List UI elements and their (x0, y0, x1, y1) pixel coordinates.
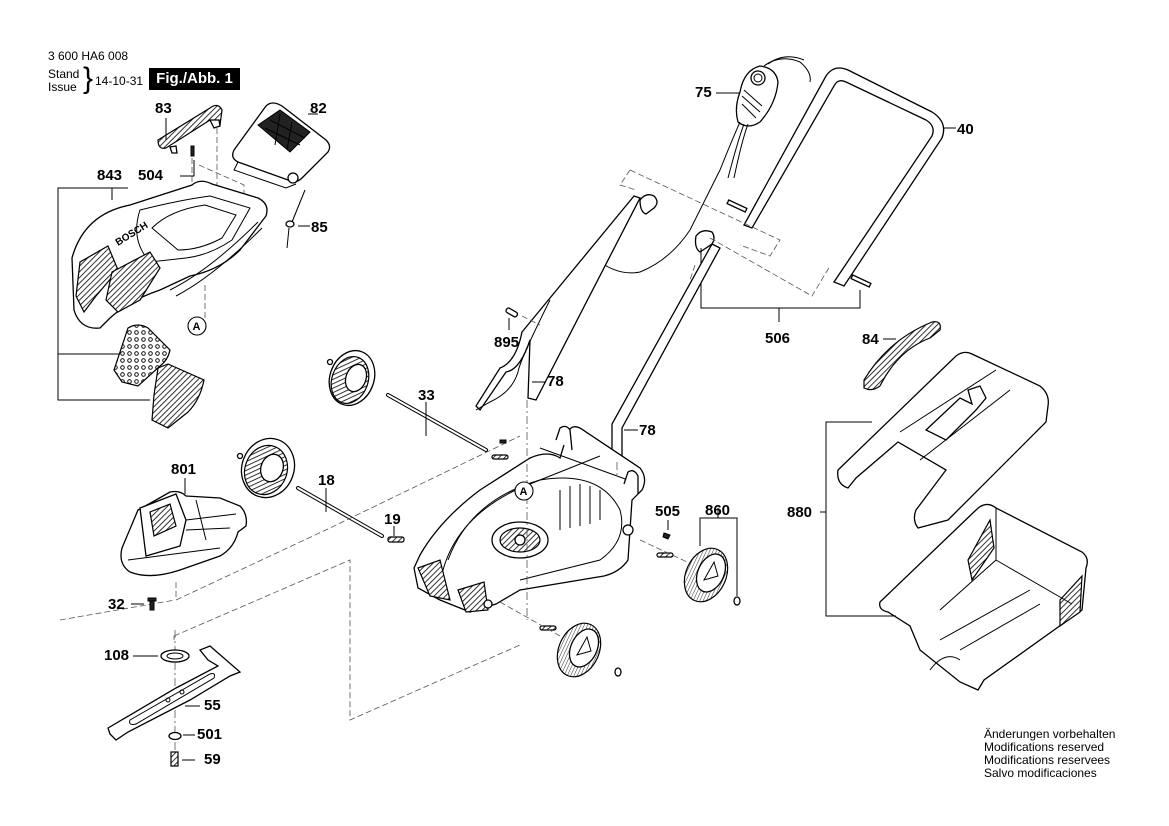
part-18-axle (296, 486, 384, 538)
part-504-screw (190, 145, 195, 157)
part-860-front-wheel-left (556, 622, 622, 678)
part-wheel-rear-upper (326, 349, 376, 407)
part-deck-spring-right (656, 552, 674, 558)
part-860-front-wheel-right (683, 547, 741, 606)
stand-label: Stand (48, 67, 80, 81)
label-part-75: 75 (695, 84, 712, 101)
brace-symbol: } (83, 62, 94, 95)
label-part-19: 19 (384, 511, 401, 528)
part-85-spring (285, 189, 306, 249)
part-84-grass-box-handle (863, 321, 941, 391)
part-32-screw (147, 597, 157, 611)
part-78-lower-handle-left (475, 195, 641, 412)
label-part-895: 895 (494, 334, 520, 351)
part-19-spring (387, 536, 405, 543)
note-de: Änderungen vorbehalten (984, 727, 1116, 741)
callout-a-text: A (520, 486, 528, 498)
label-part-18: 18 (318, 472, 335, 489)
label-part-59: 59 (204, 751, 221, 768)
part-108-blade-holder (160, 649, 190, 663)
note-es: Salvo modificaciones (984, 766, 1097, 780)
label-part-84: 84 (862, 331, 879, 348)
label-part-85: 85 (311, 219, 328, 236)
label-part-801: 801 (171, 461, 197, 478)
label-part-55: 55 (204, 697, 221, 714)
part-82-control-cover (232, 102, 331, 189)
label-part-78-right: 78 (639, 422, 656, 439)
label-part-32: 32 (108, 596, 125, 613)
label-part-40: 40 (957, 121, 974, 138)
part-505-screw (662, 532, 671, 540)
callout-a-deck: A (514, 481, 534, 501)
part-deck-screw (499, 439, 507, 444)
part-33-axle (386, 393, 488, 452)
part-501-washer (168, 731, 182, 741)
part-895-pin (505, 307, 519, 318)
document-number: 3 600 HA6 008 (48, 49, 129, 63)
part-801-motor (120, 490, 248, 577)
modifications-notice: Änderungen vorbehalten Modifications res… (984, 728, 1115, 780)
label-part-33: 33 (418, 387, 435, 404)
part-75-switch-box (599, 56, 811, 274)
part-59-bolt (170, 751, 179, 767)
label-part-860: 860 (705, 502, 731, 519)
issue-label: Issue (48, 80, 77, 94)
label-part-108: 108 (104, 647, 130, 664)
note-en: Modifications reserved (984, 740, 1105, 754)
part-843-vent-panel (113, 324, 205, 429)
issue-date: 14-10-31 (95, 74, 144, 88)
callout-a-text: A (193, 321, 201, 333)
part-55-blade (107, 645, 242, 741)
label-part-82: 82 (310, 100, 327, 117)
label-part-505: 505 (655, 503, 681, 520)
part-83-carry-handle (157, 104, 223, 154)
label-part-78-left: 78 (547, 373, 564, 390)
part-880-grass-box-lid (837, 351, 1049, 529)
part-506-knob-bolt-set (639, 194, 872, 288)
part-mower-deck (413, 425, 646, 613)
part-wheel-rear-lower (236, 437, 296, 499)
part-78-lower-handle-right (611, 243, 721, 463)
part-843-motor-hood: BOSCH (71, 180, 268, 329)
label-part-506: 506 (765, 330, 791, 347)
part-deck-spring-upper (491, 454, 509, 460)
note-fr: Modifications reservees (984, 753, 1111, 767)
stand-issue-label: Stand Issue (48, 68, 79, 94)
label-part-501: 501 (197, 726, 223, 743)
callout-a-top: A (187, 316, 207, 336)
label-part-843: 843 (97, 167, 123, 184)
label-part-504: 504 (138, 167, 164, 184)
figure-label: Fig./Abb. 1 (149, 68, 240, 90)
part-40-upper-handle (743, 67, 945, 287)
part-880-grass-box-basket (879, 503, 1088, 691)
label-part-83: 83 (155, 100, 172, 117)
label-part-880: 880 (787, 504, 813, 521)
